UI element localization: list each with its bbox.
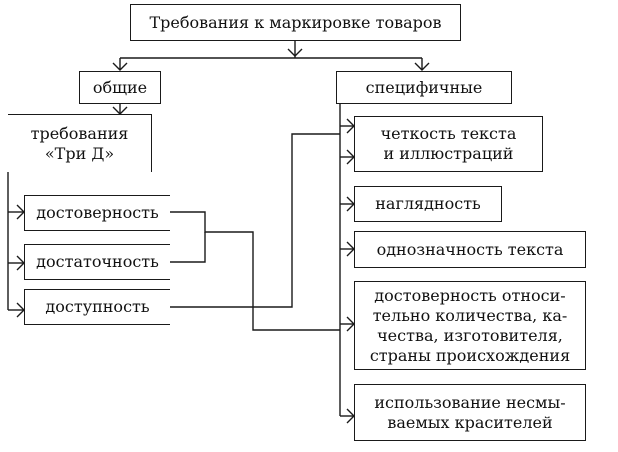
general-item-reliability: достоверность xyxy=(24,195,170,231)
general-branch-label: общие xyxy=(79,71,161,104)
specific-branch-label: специфичные xyxy=(336,71,512,104)
diagram-title: Требования к маркировке товаров xyxy=(130,4,461,41)
specific-item-indelible-dyes: использование несмы- ваемых красителей xyxy=(354,384,586,441)
specific-item-reliability-details: достоверность относи- тельно количества,… xyxy=(354,281,586,370)
specific-item-visibility: наглядность xyxy=(354,186,502,222)
three-d-group-box: требования «Три Д» xyxy=(8,114,152,172)
specific-item-unambiguity: однозначность текста xyxy=(354,231,586,268)
specific-item-text-clarity: четкость текста и иллюстраций xyxy=(354,116,543,172)
general-item-sufficiency: достаточность xyxy=(24,244,170,280)
general-item-accessibility: доступность xyxy=(24,289,170,325)
